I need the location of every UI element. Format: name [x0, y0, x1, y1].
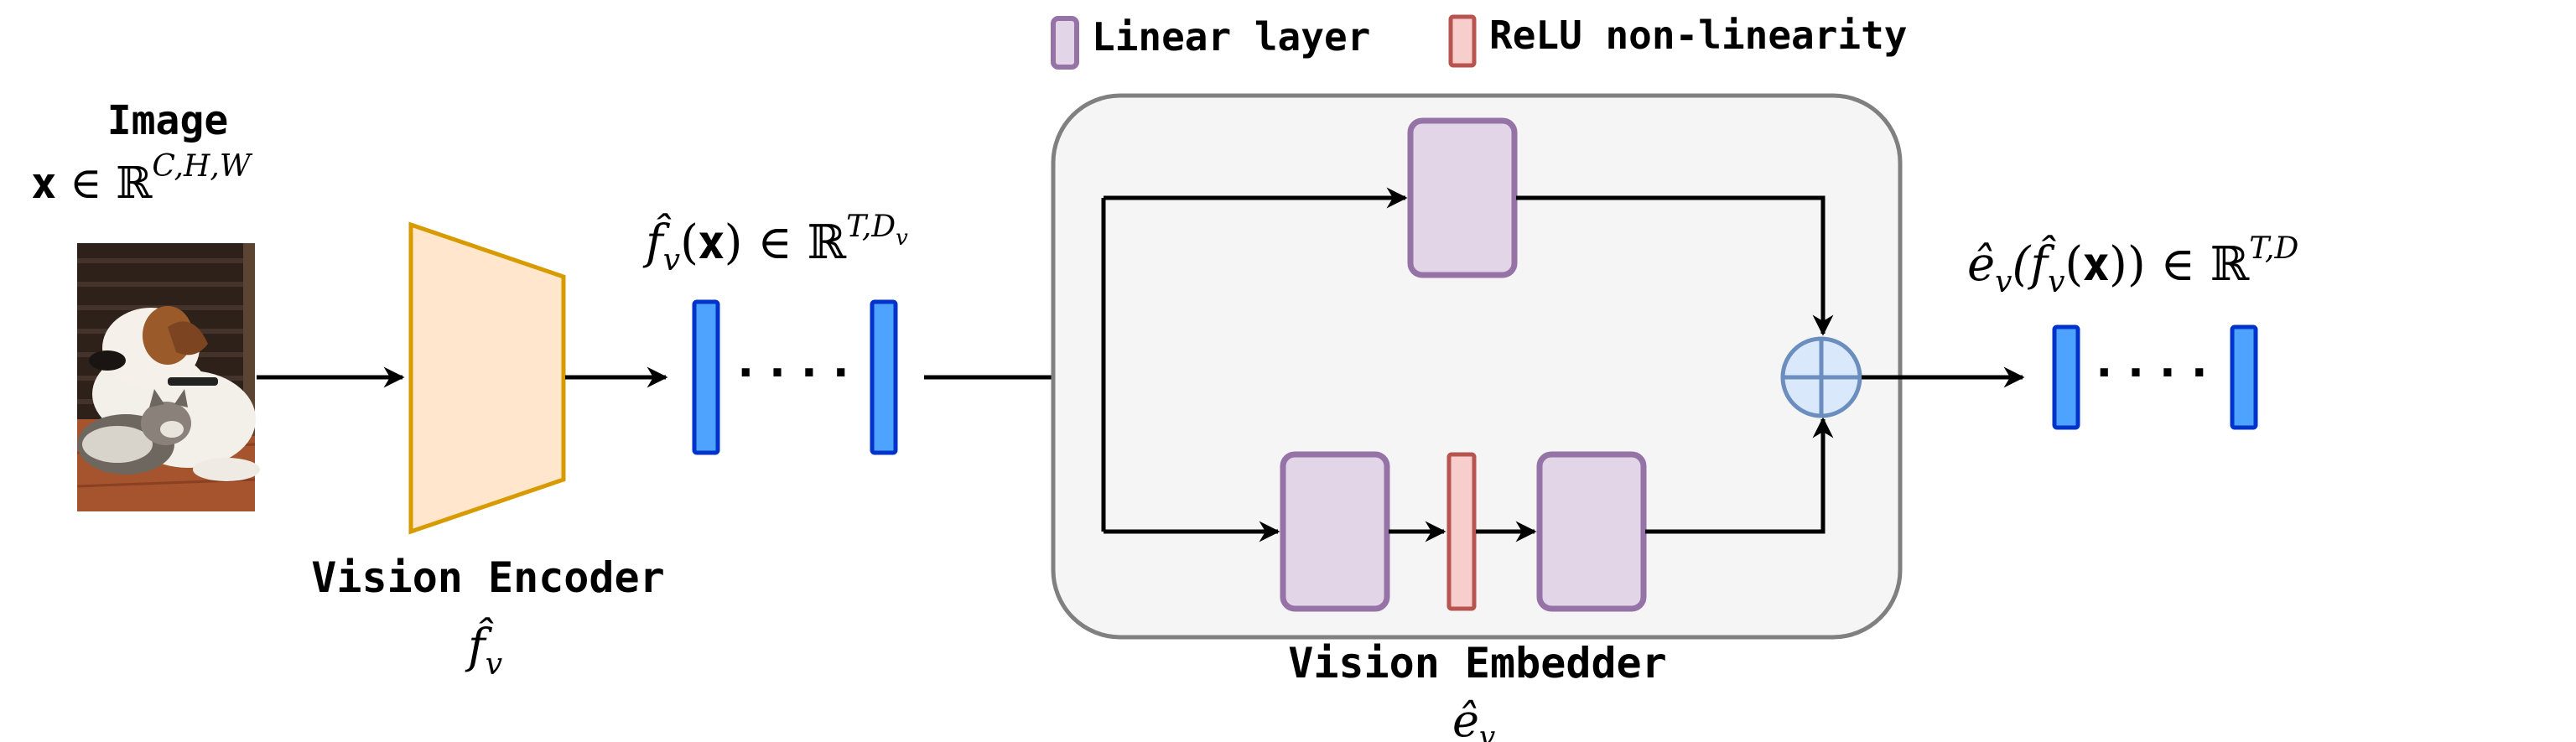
- embedder-output-formula: êv(f̂v(𝐱)) ∈ ℝT,D: [1967, 231, 2298, 299]
- legend-linear-swatch: [1051, 16, 1079, 70]
- vision-encoder-label: Vision Encoder: [311, 553, 664, 602]
- relu-layer: [1446, 452, 1477, 611]
- arrow-top-to-sum: [1516, 195, 1834, 336]
- sum-node-icon: [1780, 336, 1862, 418]
- image-title: Image: [107, 97, 229, 144]
- legend-linear-label: Linear layer: [1092, 14, 1370, 60]
- input-photo: [76, 243, 260, 511]
- encoder-token-first: [692, 299, 720, 455]
- top-linear-layer: [1407, 117, 1518, 278]
- output-tokens-ellipsis: · · · ·: [2096, 348, 2207, 398]
- legend-relu-label: ReLU non-linearity: [1489, 13, 1908, 58]
- output-token-first: [2052, 324, 2080, 430]
- vision-embedder-block: [1051, 93, 1903, 640]
- output-token-last: [2230, 324, 2258, 430]
- bottom-linear-layer-2: [1536, 451, 1647, 612]
- vision-encoder-symbol: f̂v: [465, 616, 502, 682]
- bottom-linear-layer-1: [1280, 451, 1390, 612]
- encoder-token-last: [870, 299, 898, 455]
- vision-encoder-block: [408, 221, 566, 535]
- vision-embedder-symbol: êv: [1452, 694, 1495, 742]
- legend: Linear layer ReLU non-linearity: [1051, 13, 1908, 70]
- encoder-tokens-ellipsis: · · · ·: [737, 348, 849, 398]
- image-formula: 𝐱 ∈ ℝC,H,W: [32, 149, 253, 209]
- encoder-output-formula: f̂v(𝐱) ∈ ℝT,Dv: [642, 210, 908, 278]
- vision-embedder-label: Vision Embedder: [1288, 639, 1667, 688]
- arrow-bottom-to-sum: [1645, 417, 1834, 534]
- legend-relu-swatch: [1448, 14, 1477, 68]
